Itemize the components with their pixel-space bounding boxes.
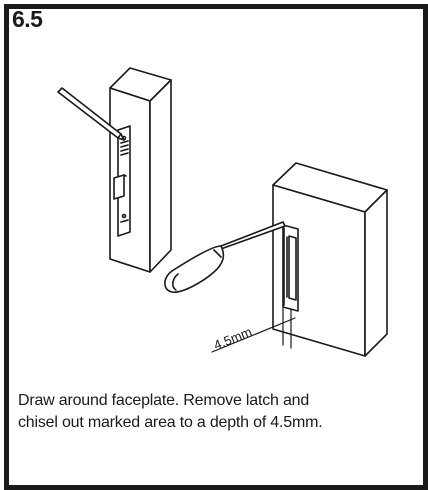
chiseled-recess [282, 224, 299, 312]
step-number: 6.5 [12, 6, 43, 32]
pencil [57, 87, 125, 141]
caption-line-2: chisel out marked area to a depth of 4.5… [18, 414, 323, 431]
caption-line-1: Draw around faceplate. Remove latch and [18, 392, 310, 409]
depth-dimension [211, 306, 296, 353]
depth-dimension-label: 4.5mm [212, 324, 254, 353]
screwdriver [164, 221, 286, 293]
instruction-caption: Draw around faceplate. Remove latch and … [18, 390, 408, 434]
faceplate [113, 125, 131, 237]
